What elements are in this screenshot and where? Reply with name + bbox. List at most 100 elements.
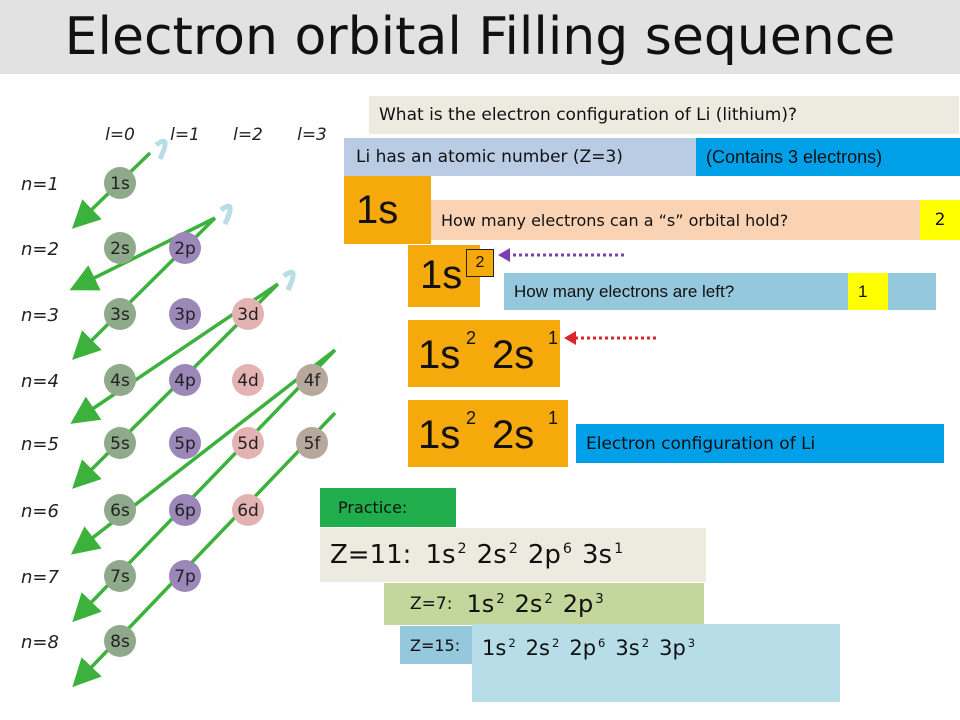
step3-orbital-a: 1s xyxy=(418,333,461,377)
orbital-node-4d: 4d xyxy=(232,364,264,396)
config-term: 3s xyxy=(582,540,613,570)
config-term: 2p xyxy=(562,590,594,618)
config-superscript: 3 xyxy=(687,635,696,650)
config-term: 2s xyxy=(514,590,543,618)
practice-label-box: Practice: xyxy=(320,488,456,527)
config-term: 2p xyxy=(569,636,597,660)
orbital-node-4s: 4s xyxy=(104,364,136,396)
svg-text:3d: 3d xyxy=(237,305,259,325)
config-superscript: 6 xyxy=(598,635,606,650)
config-superscript: 2 xyxy=(551,635,560,650)
svg-text:4p: 4p xyxy=(174,371,196,391)
svg-text:3p: 3p xyxy=(174,305,196,325)
config-term: 2s xyxy=(525,636,550,660)
orbital-node-7p: 7p xyxy=(169,560,201,592)
step3-orbital-b: 2s xyxy=(492,333,535,377)
orbital-node-2p: 2p xyxy=(169,232,201,264)
left-question-box: How many electrons are left? xyxy=(504,273,848,310)
step3-box: 1s 2 2s 1 xyxy=(408,320,560,387)
svg-text:5p: 5p xyxy=(174,434,196,454)
step4-orbital-b: 2s xyxy=(492,413,535,457)
svg-text:8s: 8s xyxy=(110,632,130,652)
svg-text:5f: 5f xyxy=(304,434,322,454)
orbital-node-6p: 6p xyxy=(169,494,201,526)
svg-text:3s: 3s xyxy=(110,305,130,325)
hold-question-box: How many electrons can a “s” orbital hol… xyxy=(431,200,920,240)
step3-superscript-b: 1 xyxy=(548,328,559,348)
n-label: n=2 xyxy=(21,239,59,260)
step4-superscript-a: 2 xyxy=(466,408,477,428)
orbital-node-2s: 2s xyxy=(104,232,136,264)
step1-box: 1s xyxy=(344,176,431,244)
n-label: n=8 xyxy=(21,632,59,653)
question-box: What is the electron configuration of Li… xyxy=(369,96,959,134)
orbital-node-5s: 5s xyxy=(104,427,136,459)
config-superscript: 2 xyxy=(641,635,650,650)
config-term: 1s xyxy=(466,590,495,618)
config-superscript: 6 xyxy=(562,541,573,557)
svg-text:4d: 4d xyxy=(237,371,259,391)
config-term: 1s xyxy=(482,636,507,660)
n-label: n=5 xyxy=(21,434,59,455)
step2-superscript-box: 2 xyxy=(466,249,494,277)
svg-text:5d: 5d xyxy=(237,434,259,454)
orbital-node-8s: 8s xyxy=(104,625,136,657)
step4-box: 1s 2 2s 1 xyxy=(408,400,568,467)
svg-text:1s: 1s xyxy=(110,174,130,194)
config-label-box: Electron configuration of Li xyxy=(576,424,944,463)
orbital-node-1s: 1s xyxy=(104,167,136,199)
orbital-node-3s: 3s xyxy=(104,298,136,330)
config-term: 1s xyxy=(425,540,456,570)
hold-answer-box: 2 xyxy=(920,200,960,240)
config-label-text: Electron configuration of Li xyxy=(586,433,816,454)
svg-text:6d: 6d xyxy=(237,501,259,521)
n-label: n=3 xyxy=(21,305,59,326)
n-label: n=1 xyxy=(21,174,59,195)
practice-label-text: Practice: xyxy=(338,498,408,517)
atomic-number-box: Li has an atomic number (Z=3) xyxy=(344,138,696,176)
svg-text:7p: 7p xyxy=(174,567,196,587)
hold-question-text: How many electrons can a “s” orbital hol… xyxy=(441,210,789,230)
config-superscript: 2 xyxy=(457,541,467,557)
orbital-node-5d: 5d xyxy=(232,427,264,459)
left-answer-box: 1 xyxy=(848,273,888,310)
l-label: l=3 xyxy=(297,125,327,145)
config-term: 3p xyxy=(659,636,686,660)
orbital-node-7s: 7s xyxy=(104,560,136,592)
contains-box: (Contains 3 electrons) xyxy=(696,138,960,176)
l-label: l=2 xyxy=(233,125,263,145)
svg-text:4s: 4s xyxy=(110,371,130,391)
orbital-node-5p: 5p xyxy=(169,427,201,459)
orbital-node-5f: 5f xyxy=(296,427,328,459)
config-superscript: 2 xyxy=(508,541,518,557)
config-superscript: 2 xyxy=(496,591,505,607)
left-answer-text: 1 xyxy=(858,281,868,301)
hold-answer-text: 2 xyxy=(934,210,946,230)
n-label: n=6 xyxy=(21,501,59,522)
svg-text:7s: 7s xyxy=(110,567,130,587)
n-label: n=7 xyxy=(21,567,59,588)
svg-text:6s: 6s xyxy=(110,501,130,521)
config-superscript: 1 xyxy=(614,541,624,557)
page-title: Electron orbital Filling sequence xyxy=(64,7,896,67)
practice-z15-label: Z=15: xyxy=(410,635,461,655)
atomic-number-text: Li has an atomic number (Z=3) xyxy=(356,147,623,167)
orbital-node-4f: 4f xyxy=(296,364,328,396)
title-bar xyxy=(0,0,960,74)
config-superscript: 2 xyxy=(508,635,516,650)
config-superscript: 3 xyxy=(595,591,604,607)
l-label: l=0 xyxy=(105,125,135,145)
step1-orbital: 1s xyxy=(356,187,399,232)
orbital-node-4p: 4p xyxy=(169,364,201,396)
orbital-node-3p: 3p xyxy=(169,298,201,330)
practice-z7-label: Z=7: xyxy=(410,594,453,614)
orbital-node-6d: 6d xyxy=(232,494,264,526)
svg-text:6p: 6p xyxy=(174,501,196,521)
practice-z15-label-box: Z=15: xyxy=(400,626,480,664)
svg-text:2p: 2p xyxy=(174,239,196,259)
